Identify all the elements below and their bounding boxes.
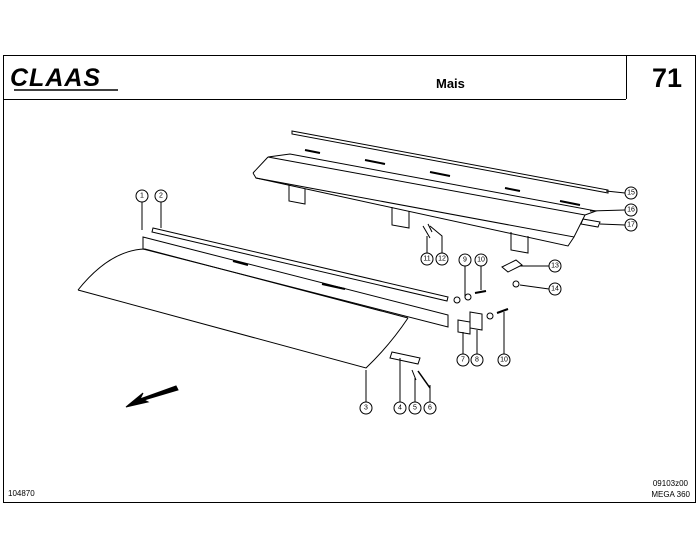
callout-label: 12 [438,256,446,263]
callout-label: 11 [423,256,430,263]
callout-circle-1 [135,189,149,203]
header-divider [3,99,626,100]
upper-channel-slots [304,149,581,206]
shaft [389,351,421,365]
leader-16 [589,209,626,212]
direction-arrow-icon [125,385,179,408]
callout-circle-8 [470,353,484,367]
nut-part [512,280,520,288]
callout-label: 10 [477,257,485,264]
callout-label: 9 [463,257,467,264]
callout-label: 10 [500,357,508,364]
callout-label: 4 [398,405,402,412]
page-title: Mais [436,76,465,91]
bolt-part [474,290,487,294]
callout-label: 8 [475,357,479,364]
pin-part [417,370,431,389]
upper-channel-lip [255,177,575,247]
leader-14 [519,284,550,290]
bracket-middle [391,207,410,229]
callout-circle-12 [435,252,449,266]
washer-part [464,293,472,301]
drawing-sheet-frame [3,55,696,503]
cover-top-edge [77,248,409,319]
upper-channel-top [267,153,598,216]
upper-tube [580,218,601,228]
bracket-left [288,185,306,205]
document-number: 104870 [8,489,35,498]
leader-17 [599,223,626,226]
callout-circle-10b [497,353,511,367]
callout-circle-14 [548,282,562,296]
rail-slots [232,260,346,290]
callout-circle-4 [393,401,407,415]
callout-label: 17 [627,222,635,229]
callout-circle-16 [624,203,638,217]
callout-label: 14 [551,286,559,293]
leader-15 [605,190,626,194]
callout-circle-2 [154,189,168,203]
leader-12 [429,225,443,253]
clamp-part [501,259,523,273]
callout-circle-17 [624,218,638,232]
callout-circle-3 [359,401,373,415]
machine-model: MEGA 360 [651,490,690,499]
callout-circle-5 [408,401,422,415]
plate-part [457,319,471,335]
brand-logotype: CLAAS [10,64,101,92]
claas-logo: CLAAS [10,64,118,92]
bracket-right [510,232,529,254]
drawing-code: 09103z00 [652,479,688,488]
page-number: 71 [652,63,683,93]
mounting-rail [142,236,449,328]
callout-circle-6 [423,401,437,415]
callout-circle-15 [624,186,638,200]
page-number-divider [626,55,627,99]
callout-label: 5 [413,405,417,412]
washer-part [453,296,461,304]
callout-circle-10a [474,253,488,267]
callout-label: 7 [461,357,465,364]
callout-label: 1 [140,193,144,200]
callout-label: 15 [627,190,635,197]
callout-circle-13 [548,259,562,273]
callout-circle-11 [420,252,434,266]
callout-circle-9 [458,253,472,267]
rod [151,227,449,302]
callout-label: 2 [159,193,163,200]
callout-label: 13 [551,263,559,270]
callout-label: 6 [428,405,432,412]
cotter-pin-part [422,223,433,239]
callout-circle-7 [456,353,470,367]
washer-part [486,312,494,320]
cover-outline [77,289,409,369]
upper-channel-body [252,156,586,238]
bolt-part [496,308,509,314]
callout-label: 3 [364,405,368,412]
callout-label: 16 [627,207,635,214]
upper-rod [291,130,609,194]
hinge-part [469,311,483,331]
